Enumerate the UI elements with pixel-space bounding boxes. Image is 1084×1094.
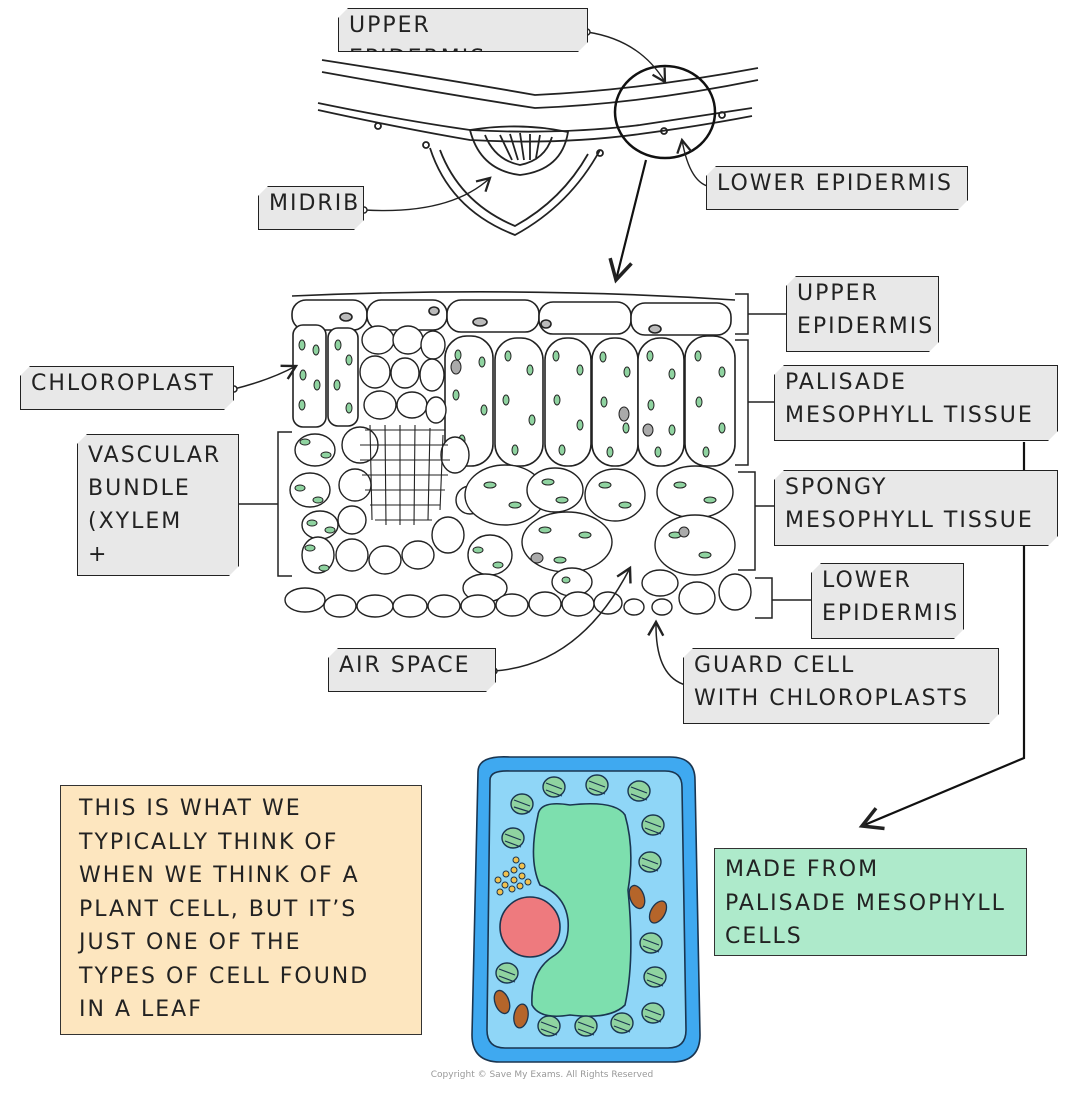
leaf-overview [317,59,759,236]
spongy-nuclei [530,526,690,564]
chloroplast-stripes [498,780,664,1036]
label-air-space: AIR SPACE [328,648,496,692]
palisade-nuclei [450,359,654,437]
vascular-bundle-cells [289,325,736,603]
label-lower-epidermis: LOWER EPIDERMIS [811,563,964,639]
mitochondria [493,884,668,1029]
label-upper-epidermis: UPPER EPIDERMIS [786,276,939,352]
label-vascular-bundle: VASCULAR BUNDLE (XYLEM + PHLOEM) [77,434,239,576]
zoom-circle [613,64,717,160]
palisade-to-cell-arrow [858,442,1026,831]
palisade-cell [471,755,701,1063]
label-lower-epidermis-overview: LOWER EPIDERMIS [706,166,968,210]
xylem-phloem-mesh [360,424,450,526]
palisade-chloroplasts [298,339,726,458]
lower-epidermis-cells [284,573,752,618]
label-midrib: MIDRIB [258,186,364,230]
copyright-text: Copyright © Save My Exams. All Rights Re… [430,1070,654,1080]
label-guard-cell: GUARD CELL WITH CHLOROPLASTS [683,648,999,724]
zoom-arrow [608,159,648,284]
golgi-vesicles [494,856,532,896]
plant-cell-note: THIS IS WHAT WE TYPICALLY THINK OF WHEN … [60,785,422,1035]
cell-chloroplasts [495,774,667,1037]
label-chloroplast: CHLOROPLAST [20,366,234,410]
upper-epidermis-cells [291,291,736,336]
label-spongy-mesophyll: SPONGY MESOPHYLL TISSUE [774,470,1058,546]
spongy-chloroplasts [294,438,717,607]
nucleus [499,896,561,958]
label-upper-epidermis-overview: UPPER EPIDERMIS [338,8,588,52]
label-palisade-mesophyll: PALISADE MESOPHYLL TISSUE [774,365,1058,441]
made-from-note: MADE FROM PALISADE MESOPHYLL CELLS [714,848,1027,956]
